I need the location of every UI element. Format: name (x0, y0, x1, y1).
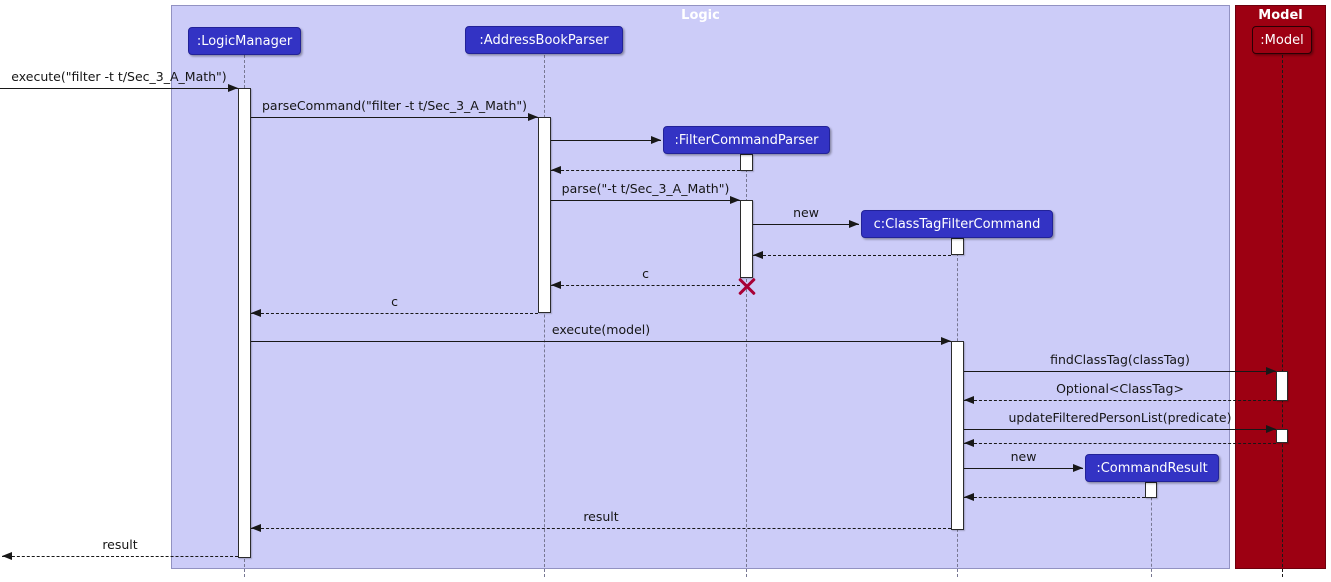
msg-new-command-result-arrowhead-icon (1073, 464, 1083, 472)
msg-return-filter-command-parser-line (551, 170, 740, 171)
msg-return-c-to-logic-manager-label: c (391, 294, 398, 309)
msg-parse-label: parse("-t t/Sec_3_A_Math") (561, 181, 730, 196)
msg-new-class-tag-filter-command-line (753, 224, 859, 225)
msg-parse-arrowhead-icon (730, 196, 740, 204)
frame-model (1235, 5, 1326, 569)
msg-find-class-tag-arrowhead-icon (1266, 367, 1276, 375)
msg-execute-model-arrowhead-icon (941, 337, 951, 345)
msg-return-optional-class-tag-line (964, 400, 1276, 401)
destroy-filter-command-parser-icon (736, 275, 758, 297)
filter-command-parser-activation-2 (740, 200, 753, 278)
msg-return-result-to-logic-manager-arrowhead-icon (251, 524, 261, 532)
msg-return-c-to-parser-arrowhead-icon (551, 281, 561, 289)
msg-create-filter-command-parser-line (551, 140, 661, 141)
msg-return-c-to-logic-manager-arrowhead-icon (251, 309, 261, 317)
msg-parse-command-arrowhead-icon (528, 113, 538, 121)
msg-return-optional-class-tag-arrowhead-icon (964, 396, 974, 404)
msg-update-filtered-person-list-arrowhead-icon (1266, 425, 1276, 433)
msg-new-command-result-line (964, 468, 1083, 469)
msg-execute-filter-arrowhead-icon (228, 84, 238, 92)
msg-return-c-to-parser-line (551, 285, 740, 286)
msg-return-c-to-logic-manager-line (251, 313, 538, 314)
lifeline-address-book-parser (544, 55, 545, 577)
msg-return-c-to-parser-label: c (642, 266, 649, 281)
filter-command-parser-activation-1 (740, 154, 753, 171)
msg-return-result-to-logic-manager-line (251, 528, 951, 529)
msg-update-filtered-person-list-label: updateFilteredPersonList(predicate) (1008, 410, 1232, 425)
msg-return-new-class-tag-arrowhead-icon (753, 251, 763, 259)
msg-find-class-tag-line (964, 371, 1276, 372)
msg-find-class-tag-label: findClassTag(classTag) (1050, 352, 1190, 367)
participant-address-book-parser: :AddressBookParser (465, 26, 623, 54)
participant-logic-manager: :LogicManager (188, 27, 301, 55)
msg-new-class-tag-filter-command-arrowhead-icon (849, 220, 859, 228)
lifeline-model (1282, 55, 1283, 577)
msg-return-optional-class-tag-label: Optional<ClassTag> (1056, 381, 1184, 396)
logic-manager-activation (238, 88, 251, 558)
command-result-activation (1145, 482, 1157, 498)
msg-execute-model-line (251, 341, 951, 342)
msg-execute-filter-label: execute("filter -t t/Sec_3_A_Math") (11, 69, 227, 84)
msg-new-class-tag-filter-command-label: new (793, 205, 819, 220)
msg-new-command-result-label: new (1010, 449, 1037, 464)
msg-create-filter-command-parser-arrowhead-icon (651, 136, 661, 144)
msg-return-result-arrowhead-icon (2, 552, 12, 560)
model-activation-1 (1276, 371, 1288, 401)
msg-parse-line (551, 200, 740, 201)
msg-parse-command-label: parseCommand("filter -t t/Sec_3_A_Math") (261, 98, 528, 113)
msg-return-update-arrowhead-icon (964, 439, 974, 447)
msg-return-update-line (964, 443, 1276, 444)
frame-logic (171, 5, 1230, 569)
msg-return-new-command-result-line (964, 497, 1145, 498)
msg-return-result-to-logic-manager-label: result (583, 509, 619, 524)
model-activation-2 (1276, 429, 1288, 443)
lifeline-filter-command-parser (746, 154, 747, 577)
class-tag-filter-command-activation-1 (951, 238, 964, 255)
msg-execute-model-label: execute(model) (551, 322, 651, 337)
msg-return-new-class-tag-line (753, 255, 951, 256)
msg-parse-command-line (251, 117, 538, 118)
msg-return-new-command-result-arrowhead-icon (964, 493, 974, 501)
lifeline-command-result (1151, 482, 1152, 577)
participant-command-result: :CommandResult (1085, 454, 1219, 482)
participant-class-tag-filter-command: c:ClassTagFilterCommand (861, 210, 1053, 238)
participant-filter-command-parser: :FilterCommandParser (663, 126, 830, 154)
msg-return-result-line (2, 556, 238, 557)
msg-update-filtered-person-list-line (964, 429, 1276, 430)
participant-model: :Model (1252, 26, 1312, 54)
address-book-parser-activation (538, 117, 551, 313)
msg-execute-filter-line (0, 88, 238, 89)
msg-return-filter-command-parser-arrowhead-icon (551, 166, 561, 174)
msg-return-result-label: result (102, 537, 138, 552)
class-tag-filter-command-activation-2 (951, 341, 964, 530)
